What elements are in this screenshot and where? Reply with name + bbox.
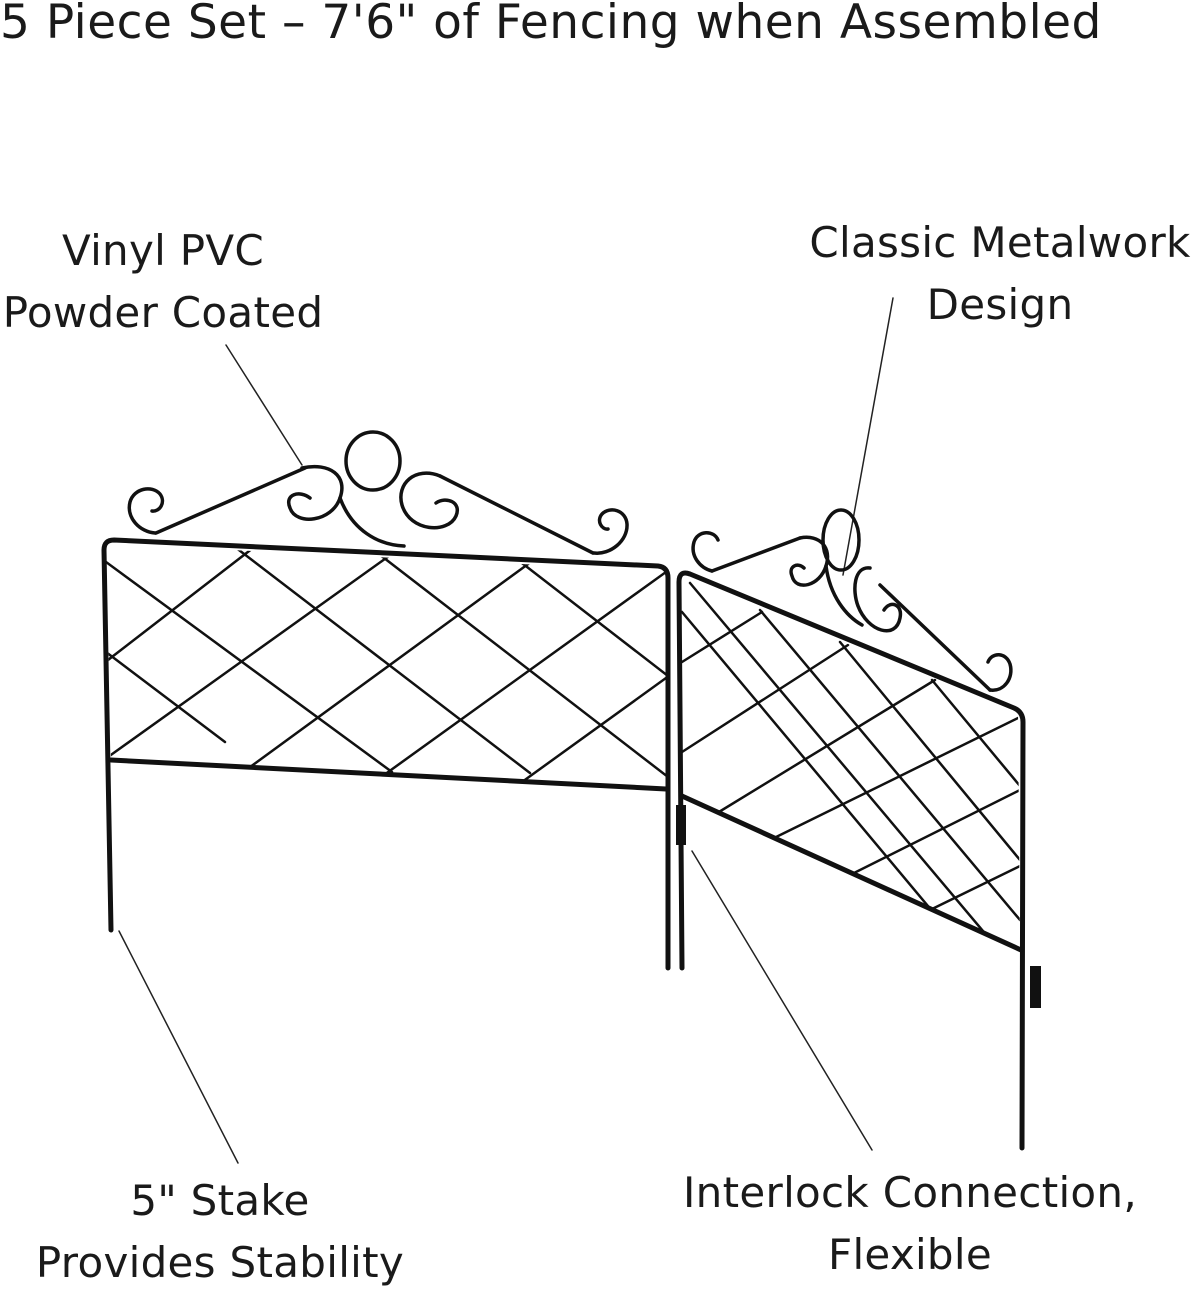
- callout-interlock-line1: Interlock Connection,: [682, 1168, 1137, 1217]
- right-panel-lattice: [681, 581, 1020, 948]
- left-fence-panel: [101, 430, 671, 971]
- callout-classic-metalwork: Classic Metalwork Design: [800, 212, 1200, 336]
- callout-coating-line2: Powder Coated: [2, 288, 324, 337]
- callout-stake-line2: Provides Stability: [35, 1238, 405, 1287]
- callout-coating-line1: Vinyl PVC: [61, 226, 265, 275]
- callout-interlock-connection: Interlock Connection, Flexible: [660, 1162, 1160, 1286]
- callout-metalwork-line1: Classic Metalwork: [809, 218, 1191, 267]
- leader-line-coating: [225, 344, 303, 466]
- callout-vinyl-pvc-coating: Vinyl PVC Powder Coated: [0, 220, 326, 344]
- leader-line-metalwork: [842, 297, 894, 576]
- interlock-sleeve-left: [676, 805, 686, 845]
- leader-line-stake: [118, 930, 239, 1164]
- callout-interlock-line2: Flexible: [827, 1230, 993, 1279]
- left-panel-frame: [101, 537, 671, 971]
- callout-stake-line1: 5" Stake: [130, 1176, 310, 1225]
- leader-line-interlock: [691, 850, 873, 1151]
- interlock-sleeve-right: [1030, 966, 1041, 1008]
- right-panel-scroll-topper: [691, 508, 1013, 692]
- left-panel-lattice: [106, 545, 666, 784]
- left-panel-scroll-topper: [127, 430, 629, 555]
- headline: 5 Piece Set – 7'6" of Fencing when Assem…: [0, 0, 1102, 50]
- right-fence-panel: [676, 508, 1041, 1151]
- callout-metalwork-line2: Design: [926, 280, 1074, 329]
- callout-stake: 5" Stake Provides Stability: [20, 1170, 420, 1294]
- leader-lines: [118, 297, 894, 1164]
- right-panel-frame: [676, 570, 1026, 1151]
